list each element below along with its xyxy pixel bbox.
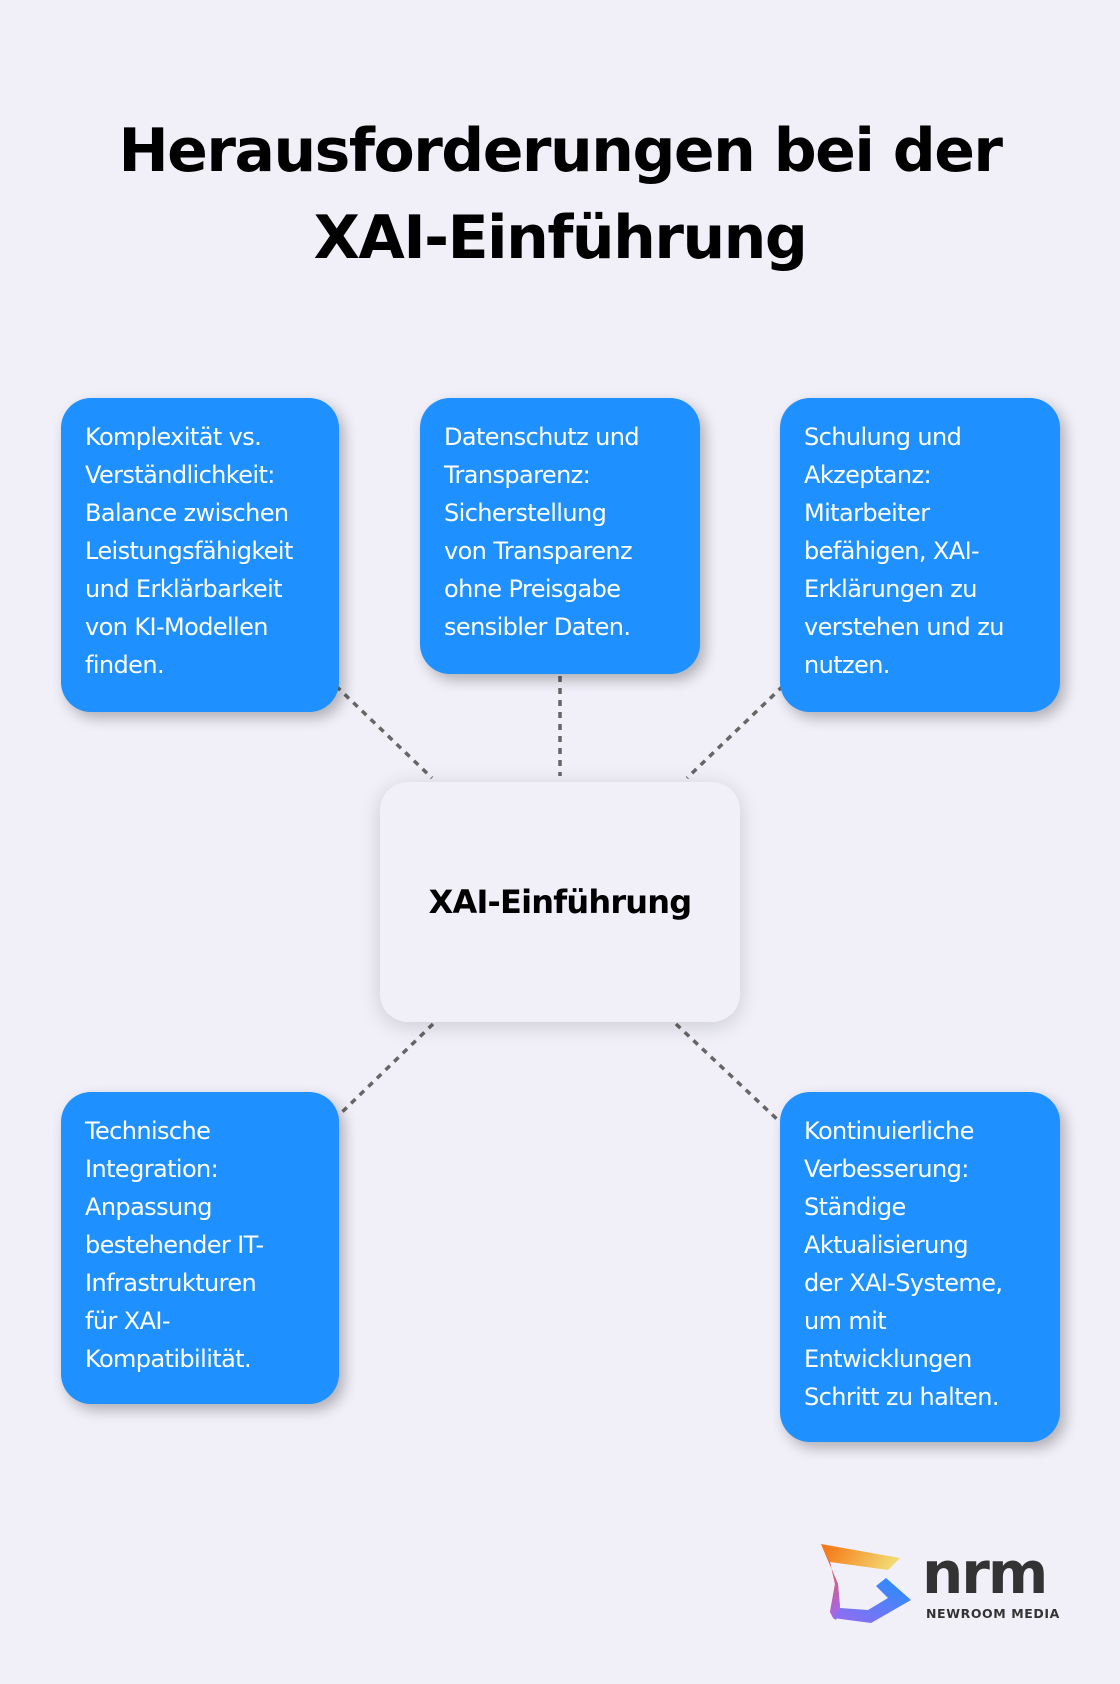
center-node: XAI-Einführung: [380, 782, 740, 1022]
brand-logo: nrm NEWROOM MEDIA: [818, 1540, 1068, 1630]
node-text-line: befähigen, XAI-: [804, 537, 980, 565]
page-title: Herausforderungen bei der XAI-Einführung: [0, 108, 1120, 282]
node-text-line: von KI-Modellen: [85, 613, 269, 641]
node-text-line: Mitarbeiter: [804, 499, 930, 527]
challenge-node-komplexitaet: Komplexität vs. Verständlichkeit: Balanc…: [61, 398, 339, 712]
node-text-line: der XAI-Systeme,: [804, 1269, 1003, 1297]
node-text-line: nutzen.: [804, 651, 890, 679]
node-text-line: Aktualisierung: [804, 1231, 969, 1259]
page-title-line-1: Herausforderungen bei der: [118, 116, 1003, 186]
logo-mark-icon: [821, 1544, 911, 1623]
node-text-line: Sicherstellung: [444, 499, 607, 527]
node-text-line: Entwicklungen: [804, 1345, 972, 1373]
node-text-line: ohne Preisgabe: [444, 575, 621, 603]
node-text-line: Infrastrukturen: [85, 1269, 257, 1297]
node-text-line: Komplexität vs.: [85, 423, 262, 451]
node-text-line: bestehender IT-: [85, 1231, 264, 1259]
node-text-line: verstehen und zu: [804, 613, 1004, 641]
center-node-label: XAI-Einführung: [428, 883, 693, 921]
node-text-line: Integration:: [85, 1155, 219, 1183]
logo-wordmark: nrm: [922, 1539, 1048, 1607]
node-text-line: Balance zwischen: [85, 499, 289, 527]
page-title-line-2: XAI-Einführung: [313, 203, 808, 273]
node-text-line: sensibler Daten.: [444, 613, 631, 641]
node-text-line: Datenschutz und: [444, 423, 640, 451]
node-text-line: Ständige: [804, 1193, 906, 1221]
logo-tagline: NEWROOM MEDIA: [926, 1606, 1060, 1621]
connector-schulung: [685, 684, 785, 780]
node-text-line: Kontinuierliche: [804, 1117, 974, 1145]
node-text-line: von Transparenz: [444, 537, 633, 565]
node-text-line: Kompatibilität.: [85, 1345, 252, 1373]
node-text-line: Transparenz:: [444, 461, 591, 489]
node-text-line: Akzeptanz:: [804, 461, 932, 489]
node-text-line: Schulung und: [804, 423, 962, 451]
connector-integration: [336, 1022, 435, 1118]
connector-verbesserung: [674, 1022, 782, 1124]
node-text-line: finden.: [85, 651, 165, 679]
node-text-line: Leistungsfähigkeit: [85, 537, 293, 565]
node-text-line: Verständlichkeit:: [85, 461, 275, 489]
node-text-line: für XAI-: [85, 1307, 171, 1335]
challenge-node-verbesserung: Kontinuierliche Verbesserung: Ständige A…: [780, 1092, 1060, 1442]
node-text-line: und Erklärbarkeit: [85, 575, 283, 603]
challenge-node-schulung: Schulung und Akzeptanz: Mitarbeiter befä…: [780, 398, 1060, 712]
connector-komplexitaet: [334, 684, 434, 780]
node-text-line: Erklärungen zu: [804, 575, 977, 603]
node-text-line: Schritt zu halten.: [804, 1383, 999, 1411]
node-text-line: Technische: [85, 1117, 211, 1145]
challenge-node-datenschutz: Datenschutz und Transparenz: Sicherstell…: [420, 398, 700, 674]
node-text-line: Anpassung: [85, 1193, 212, 1221]
node-text-line: Verbesserung:: [804, 1155, 969, 1183]
challenge-node-integration: Technische Integration: Anpassung besteh…: [61, 1092, 339, 1404]
node-text-line: um mit: [804, 1307, 887, 1335]
